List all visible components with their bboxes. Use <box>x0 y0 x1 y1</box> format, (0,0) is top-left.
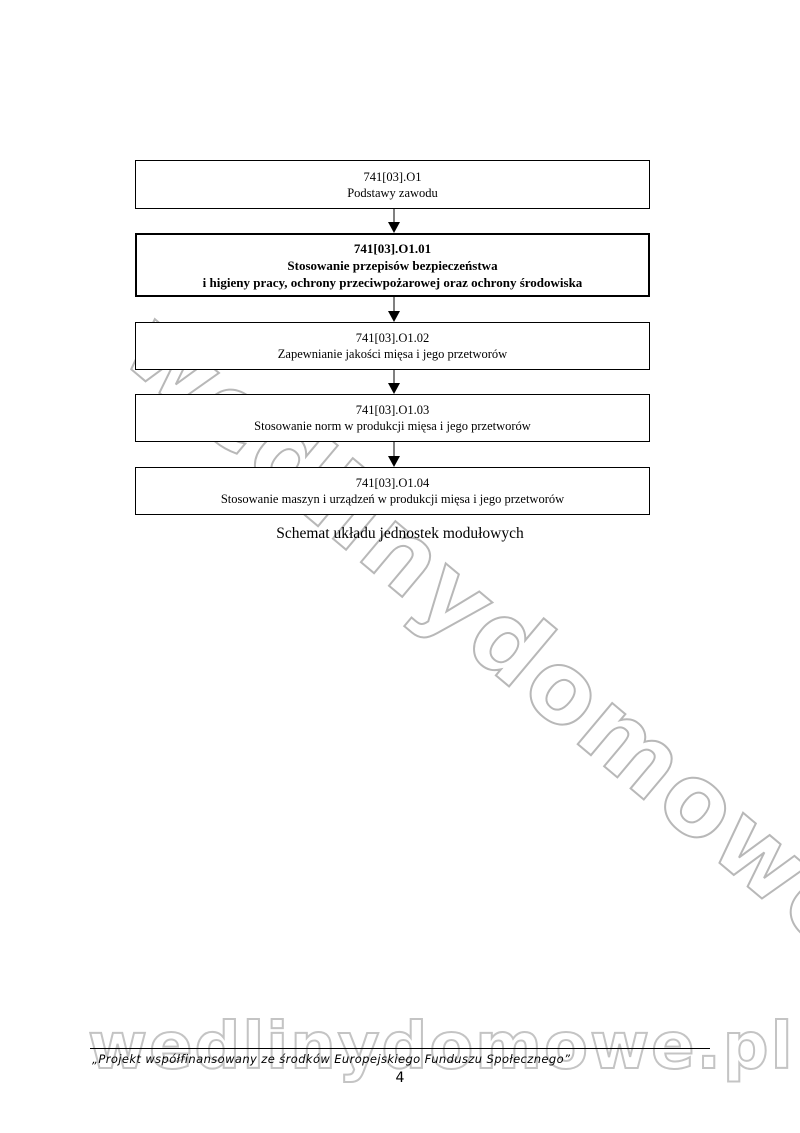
arrow-down-icon <box>388 297 400 322</box>
module-box-o1-02: 741[03].O1.02 Zapewnianie jakości mięsa … <box>135 322 650 370</box>
module-box-o1-01: 741[03].O1.01 Stosowanie przepisów bezpi… <box>135 233 650 297</box>
footer-divider <box>90 1048 710 1049</box>
module-title: Podstawy zawodu <box>347 185 438 200</box>
module-code: 741[03].O1.02 <box>355 331 430 345</box>
arrow-down-icon <box>388 370 400 394</box>
module-box-o1: 741[03].O1 Podstawy zawodu <box>135 160 650 209</box>
module-title-continued: i higieny pracy, ochrony przeciwpożarowe… <box>202 274 583 290</box>
module-box-o1-03: 741[03].O1.03 Stosowanie norm w produkcj… <box>135 394 650 442</box>
module-box-o1-04: 741[03].O1.04 Stosowanie maszyn i urządz… <box>135 467 650 515</box>
watermark-diagonal: wedlinydomowe.pl <box>101 288 800 1072</box>
module-title: Stosowanie maszyn i urządzeń w produkcji… <box>220 492 565 506</box>
module-code: 741[03].O1.04 <box>355 476 430 490</box>
footer-funding-note: „Projekt współfinansowany ze środków Eur… <box>92 1052 571 1066</box>
watermark-bottom: wedlinydomowe.pl <box>87 1009 795 1085</box>
diagram-caption: Schemat układu jednostek modułowych <box>276 525 524 542</box>
module-title: Stosowanie norm w produkcji mięsa i jego… <box>254 419 531 433</box>
module-code: 741[03].O1.03 <box>355 403 430 417</box>
module-title: Stosowanie przepisów bezpieczeństwa <box>287 257 498 273</box>
arrow-down-icon <box>388 442 400 467</box>
arrow-down-icon <box>388 209 400 233</box>
page-number: 4 <box>395 1070 405 1086</box>
module-code: 741[03].O1.01 <box>353 240 432 256</box>
module-title: Zapewnianie jakości mięsa i jego przetwo… <box>277 347 508 361</box>
module-code: 741[03].O1 <box>363 169 422 184</box>
